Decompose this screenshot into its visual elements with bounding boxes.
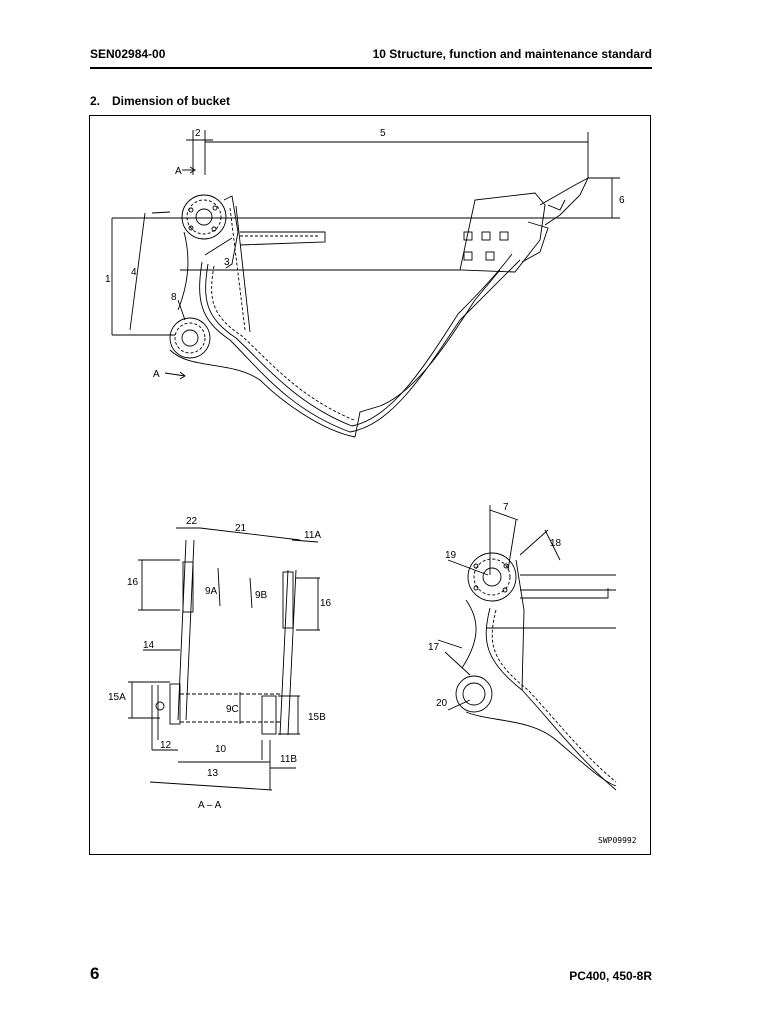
header-rule	[90, 67, 652, 69]
main-side-view	[111, 130, 620, 438]
dim-label-4: 4	[131, 267, 137, 278]
view-arrow-bottom: A	[153, 369, 160, 380]
dim-label-10: 10	[215, 744, 227, 755]
machine-model: PC400, 450-8R	[569, 969, 652, 983]
dim-label-5: 5	[380, 128, 386, 139]
dim-label-22: 22	[186, 516, 198, 527]
view-arrow-top: A	[175, 166, 182, 177]
section-title: Dimension of bucket	[112, 94, 231, 108]
dim-label-16-right: 16	[320, 598, 332, 609]
dim-label-11a: 11A	[304, 530, 321, 541]
document-code: SEN02984-00	[90, 47, 166, 61]
figure-frame	[89, 115, 651, 855]
dim-label-11b: 11B	[280, 754, 297, 765]
dim-label-21: 21	[235, 523, 247, 534]
page-number: 6	[90, 964, 100, 983]
dim-label-15a: 15A	[108, 692, 126, 703]
dim-label-9b: 9B	[255, 590, 268, 601]
section-a-a-view	[128, 527, 320, 791]
chapter-title: 10 Structure, function and maintenance s…	[372, 47, 652, 61]
dim-label-3: 3	[224, 257, 230, 268]
dim-label-9a: 9A	[205, 586, 218, 597]
dim-label-19: 19	[445, 550, 457, 561]
dim-label-1: 1	[105, 274, 111, 285]
dim-label-20: 20	[436, 698, 448, 709]
section-number: 2.	[90, 94, 101, 108]
dim-label-7: 7	[503, 502, 509, 513]
dim-label-6: 6	[619, 195, 625, 206]
dim-label-12: 12	[160, 740, 172, 751]
dim-label-2: 2	[195, 128, 201, 139]
drawing-code: SWP09992	[598, 836, 637, 845]
dim-label-16-left: 16	[127, 577, 139, 588]
dim-label-18: 18	[550, 538, 562, 549]
detail-view	[437, 505, 617, 791]
section-caption: A – A	[198, 800, 222, 811]
dim-label-17: 17	[428, 642, 440, 653]
dim-label-8: 8	[171, 292, 177, 303]
dim-label-14: 14	[143, 640, 155, 651]
section-heading: 2. Dimension of bucket	[90, 94, 230, 108]
dim-label-13: 13	[207, 768, 219, 779]
dim-label-15b: 15B	[308, 712, 326, 723]
dim-label-9c: 9C	[226, 704, 239, 715]
